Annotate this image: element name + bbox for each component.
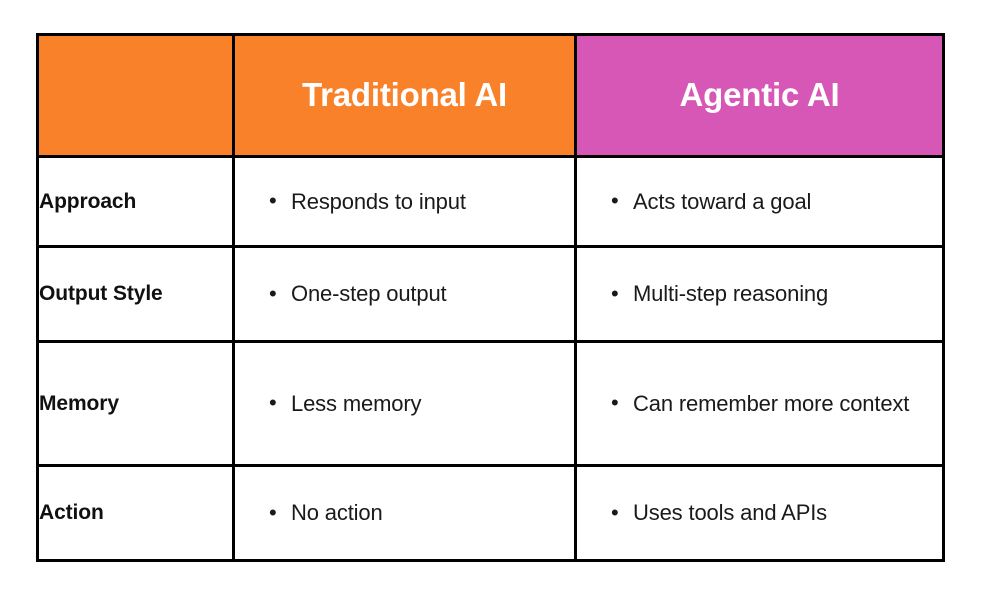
cell-traditional-output-style: One-step output (232, 245, 577, 343)
cell-agentic-approach: Acts toward a goal (574, 155, 945, 248)
cell-agentic-memory: Can remember more context (574, 340, 945, 467)
cell-traditional-approach: Responds to input (232, 155, 577, 248)
table-header-row: Traditional AI Agentic AI (36, 33, 945, 158)
table-body: Approach Responds to input Acts toward a… (36, 155, 945, 562)
table-header: Traditional AI Agentic AI (36, 33, 945, 158)
bullet-list: Less memory (235, 387, 574, 419)
cell-traditional-action: No action (232, 464, 577, 562)
list-item: Acts toward a goal (611, 185, 942, 217)
bullet-list: Can remember more context (577, 387, 942, 419)
table-row-action: Action No action Uses tools and APIs (36, 464, 945, 562)
bullet-list: Uses tools and APIs (577, 496, 942, 528)
attribute-label-action: Action (36, 464, 235, 562)
attribute-label-output-style: Output Style (36, 245, 235, 343)
table-row-memory: Memory Less memory Can remember more con… (36, 340, 945, 467)
header-traditional-ai: Traditional AI (232, 33, 577, 158)
cell-agentic-action: Uses tools and APIs (574, 464, 945, 562)
cell-agentic-output-style: Multi-step reasoning (574, 245, 945, 343)
list-item: One-step output (269, 277, 574, 309)
list-item: Multi-step reasoning (611, 277, 942, 309)
list-item: Uses tools and APIs (611, 496, 942, 528)
header-agentic-ai: Agentic AI (574, 33, 945, 158)
table-row-approach: Approach Responds to input Acts toward a… (36, 155, 945, 248)
bullet-list: Acts toward a goal (577, 185, 942, 217)
ai-comparison-table: Traditional AI Agentic AI Approach Respo… (36, 33, 945, 562)
header-blank-cell (36, 33, 235, 158)
bullet-list: No action (235, 496, 574, 528)
bullet-list: Multi-step reasoning (577, 277, 942, 309)
list-item: Less memory (269, 387, 574, 419)
list-item: No action (269, 496, 574, 528)
bullet-list: One-step output (235, 277, 574, 309)
table-row-output-style: Output Style One-step output Multi-step … (36, 245, 945, 343)
bullet-list: Responds to input (235, 185, 574, 217)
cell-traditional-memory: Less memory (232, 340, 577, 467)
attribute-label-memory: Memory (36, 340, 235, 467)
attribute-label-approach: Approach (36, 155, 235, 248)
list-item: Can remember more context (611, 387, 942, 419)
list-item: Responds to input (269, 185, 574, 217)
